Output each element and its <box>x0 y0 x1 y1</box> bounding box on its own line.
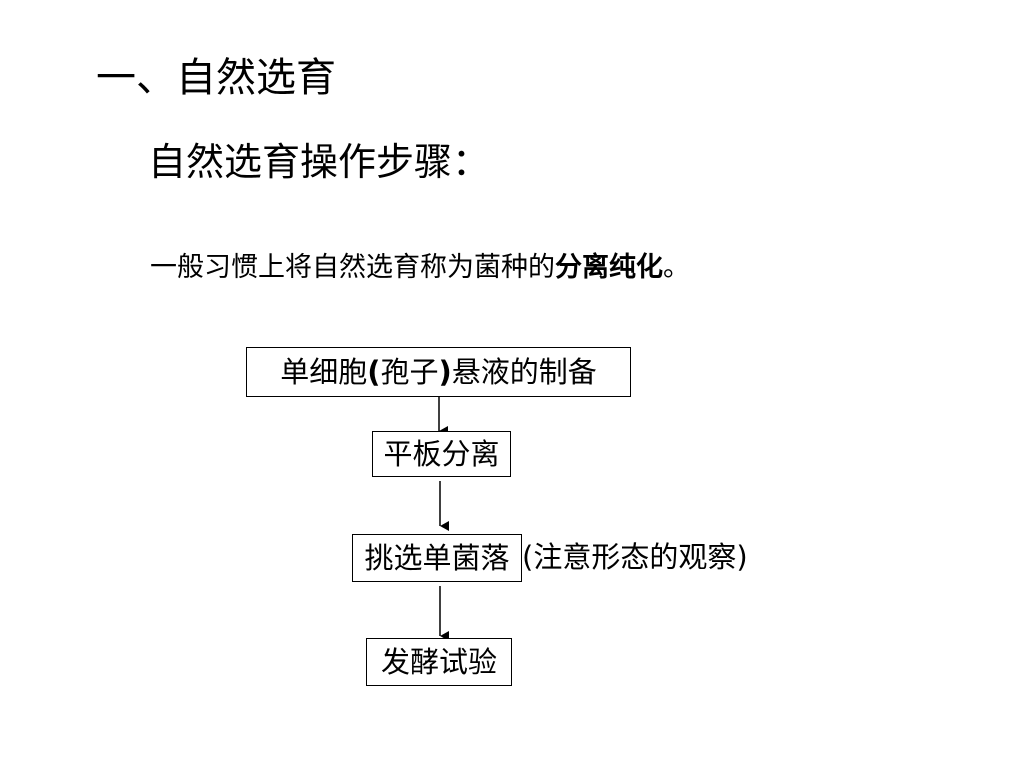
section-heading: 一、自然选育 <box>96 55 336 101</box>
flow-step-pick-colony: 挑选单菌落 <box>352 534 522 582</box>
flow-step-plate-separation: 平板分离 <box>372 431 511 477</box>
description-sentence: 一般习惯上将自然选育称为菌种的分离纯化。 <box>150 248 690 288</box>
flow-step-fermentation-test: 发酵试验 <box>366 638 512 686</box>
flow-step-suspension-preparation: 单细胞(孢子)悬液的制备 <box>246 347 631 397</box>
sentence-emphasis: 分离纯化 <box>555 252 663 283</box>
procedure-title: 自然选育操作步骤： <box>148 140 491 184</box>
sentence-suffix: 。 <box>663 252 690 283</box>
flow-step-note: (注意形态的观察) <box>522 540 748 574</box>
sentence-prefix: 一般习惯上将自然选育称为菌种的 <box>150 252 555 283</box>
